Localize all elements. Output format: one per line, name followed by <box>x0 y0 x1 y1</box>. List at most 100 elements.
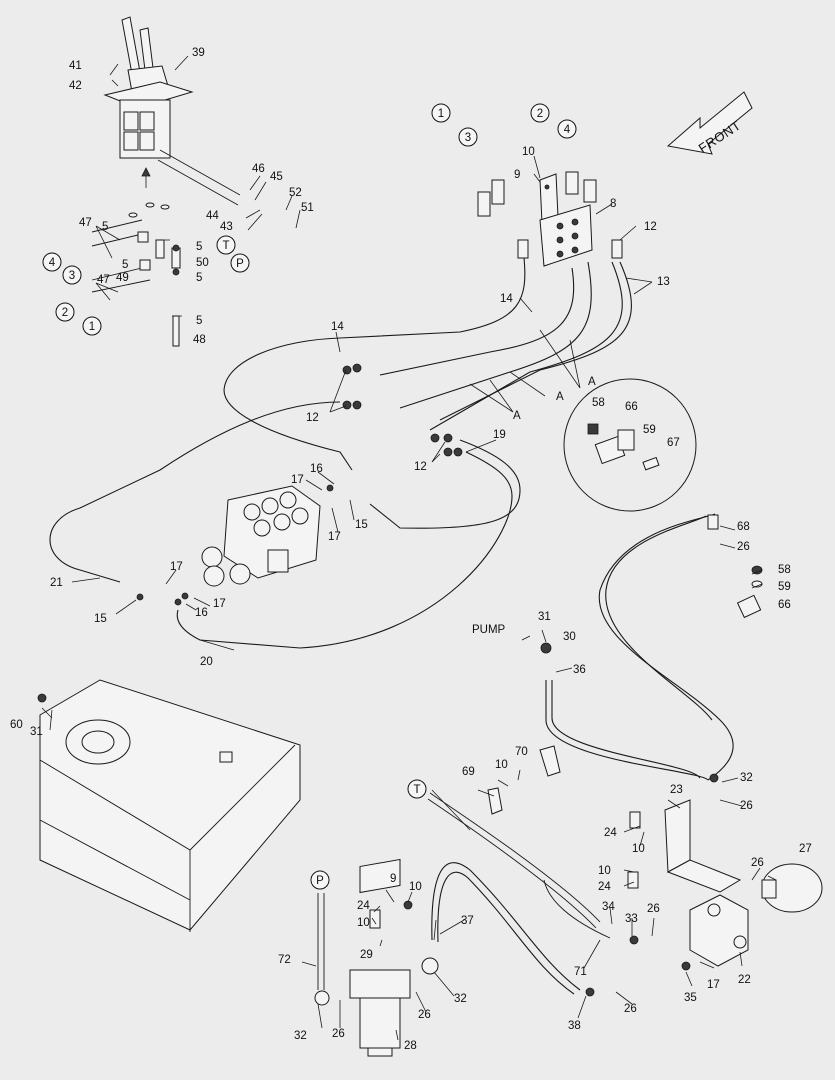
callout: 52 <box>289 187 302 199</box>
callout: 59 <box>643 424 656 436</box>
callout: A <box>556 391 564 403</box>
callout: 8 <box>610 198 616 210</box>
callout: 68 <box>737 521 750 533</box>
relief-block-22 <box>689 894 749 967</box>
circle-marker-t-top: T <box>216 235 236 255</box>
callout: 49 <box>116 272 129 284</box>
callout: 14 <box>331 321 344 333</box>
callout: 35 <box>684 992 697 1004</box>
callout: 29 <box>360 949 373 961</box>
svg-text:3: 3 <box>69 270 75 282</box>
callout: 28 <box>404 1040 417 1052</box>
callout: 10 <box>522 146 535 158</box>
svg-text:T: T <box>413 784 420 796</box>
callout: 26 <box>624 1003 637 1015</box>
callout: 58 <box>592 397 605 409</box>
callout: 71 <box>574 966 587 978</box>
callout: 24 <box>357 900 370 912</box>
callout: 21 <box>50 577 63 589</box>
callout: 26 <box>418 1009 431 1021</box>
circle-marker-p-top: P <box>230 253 250 273</box>
callout: 5 <box>196 272 202 284</box>
callout: 10 <box>409 881 422 893</box>
circle-marker-2-left: 2 <box>55 302 75 322</box>
callout: 16 <box>195 607 208 619</box>
callout: 32 <box>740 772 753 784</box>
fitting-markers <box>136 171 719 997</box>
callout: 47 <box>97 274 110 286</box>
clamp-66 <box>736 565 763 619</box>
callout: 27 <box>799 843 812 855</box>
callout: 26 <box>647 903 660 915</box>
callout: 24 <box>604 827 617 839</box>
callout: 67 <box>667 437 680 449</box>
callout: 30 <box>563 631 576 643</box>
callout: 13 <box>657 276 670 288</box>
callout: 15 <box>355 519 368 531</box>
callout: 39 <box>192 47 205 59</box>
bracket-23 <box>664 799 742 893</box>
joystick-control-valve <box>103 16 241 206</box>
callout: 32 <box>454 993 467 1005</box>
callout: 26 <box>737 541 750 553</box>
callout: 12 <box>644 221 657 233</box>
svg-text:1: 1 <box>89 321 95 333</box>
svg-text:4: 4 <box>564 124 571 136</box>
circle-marker-1-top: 1 <box>431 103 451 123</box>
callout: 51 <box>301 202 314 214</box>
callout: 43 <box>220 221 233 233</box>
callout: 38 <box>568 1020 581 1032</box>
circle-marker-t-bottom: T <box>407 779 427 799</box>
circle-marker-4-left: 4 <box>42 252 62 272</box>
callout: 60 <box>10 719 23 731</box>
callout: 14 <box>500 293 513 305</box>
callout: 58 <box>778 564 791 576</box>
callout: 26 <box>332 1028 345 1040</box>
callout: 36 <box>573 664 586 676</box>
callout: 24 <box>598 881 611 893</box>
callout: A <box>513 410 521 422</box>
callout: 69 <box>462 766 475 778</box>
callout: 50 <box>196 257 209 269</box>
callout: 10 <box>495 759 508 771</box>
callout: 12 <box>414 461 427 473</box>
callout: 9 <box>390 873 396 885</box>
main-control-valve <box>201 485 321 587</box>
detail-view-a <box>563 378 697 512</box>
filter-assembly <box>314 858 439 1057</box>
callout: 66 <box>625 401 638 413</box>
circle-marker-3-top: 3 <box>458 127 478 147</box>
callout: 10 <box>632 843 645 855</box>
callout: 34 <box>602 901 615 913</box>
callout: 22 <box>738 974 751 986</box>
circle-marker-3-left: 3 <box>62 265 82 285</box>
callout: 17 <box>291 474 304 486</box>
svg-text:1: 1 <box>438 108 444 120</box>
callout: 66 <box>778 599 791 611</box>
callout: 20 <box>200 656 213 668</box>
callout: 12 <box>306 412 319 424</box>
callout: 33 <box>625 913 638 925</box>
clamp-69-70 <box>487 745 561 815</box>
circle-marker-4-top: 4 <box>557 119 577 139</box>
callout: 17 <box>328 531 341 543</box>
hydraulic-tank <box>37 679 301 932</box>
callout: 17 <box>707 979 720 991</box>
callout: 10 <box>598 865 611 877</box>
svg-text:4: 4 <box>49 257 56 269</box>
circle-marker-2-top: 2 <box>530 103 550 123</box>
callout: A <box>588 376 596 388</box>
callout: 5 <box>196 315 202 327</box>
callout: 5 <box>102 221 108 233</box>
callout-leaders <box>41 55 777 1041</box>
circle-marker-p-bottom: P <box>310 870 330 890</box>
svg-text:2: 2 <box>537 108 543 120</box>
callout: 42 <box>69 80 82 92</box>
callout: 31 <box>30 726 43 738</box>
callout: 45 <box>270 171 283 183</box>
callout: 9 <box>514 169 520 181</box>
callout: 44 <box>206 210 219 222</box>
accumulator-27 <box>761 863 823 913</box>
callout: 31 <box>538 611 551 623</box>
